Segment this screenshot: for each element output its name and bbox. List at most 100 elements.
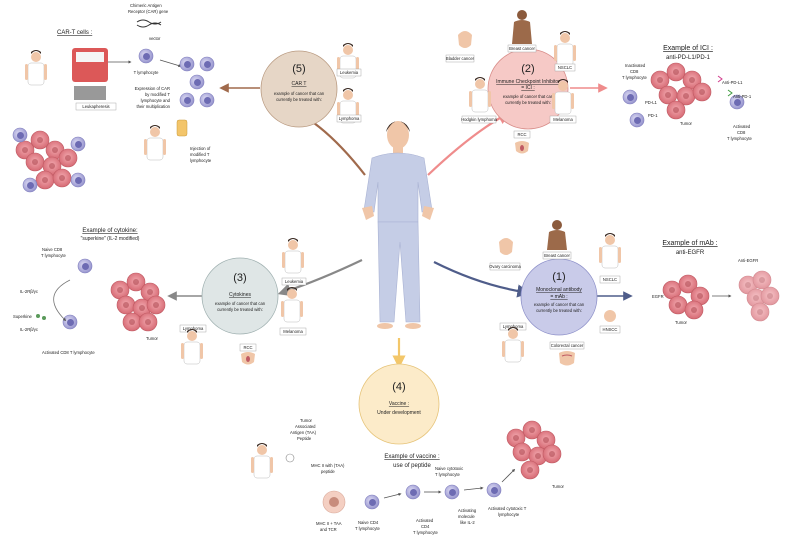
injection-label-1: Injection of — [190, 146, 211, 151]
car-t-leukemia-label: Leukemia — [340, 70, 359, 75]
taa-label-1: Tumor — [300, 418, 313, 423]
leukapheresis-label: Leukapheresis — [82, 104, 109, 109]
naive-cd4-label-2: T lymphocyte — [355, 526, 380, 531]
vaccine-tumor-label: Tumor — [552, 484, 565, 489]
cytokine-panel: Example of cytokine: "superkine" (IL-2 m… — [13, 228, 166, 355]
mab-cancer-colorectal: Colorectal cancer — [549, 341, 585, 366]
ici-tumor — [650, 62, 712, 120]
mab-title-1: Monoclonal antibody — [536, 287, 582, 293]
naive-cyt-label-1: Naive cytotoxic — [435, 466, 463, 471]
ici-anti-pdl1-label: Anti-PD-L1 — [722, 80, 743, 85]
mab-cancer-lymphoma: Lymphoma — [499, 322, 527, 363]
car-t-panel: CAR-T cells : Leukapheresis Chimeric Ant… — [12, 3, 215, 193]
ici-desc-2: currently be treated with: — [505, 100, 551, 105]
ici-activated-label-3: T lymphocyte — [727, 136, 752, 141]
mab-cancer-nsclc: NSCLC — [598, 232, 622, 284]
expression-label-1: Expression of CAR — [135, 86, 170, 91]
ici-bladder-label: Bladder cancer — [446, 56, 475, 61]
car-t-cancer-lymphoma: Lymphoma — [336, 87, 362, 124]
cyto-cancer-lymphoma: Lymphoma — [179, 324, 207, 365]
ici-desc-1: example of cancer that can — [503, 94, 554, 99]
mab-tumor-label: Tumor — [675, 320, 688, 325]
ici-panel-title-1: Example of ICI : — [663, 45, 713, 52]
mab-circle: (1) Monoclonal antibody = mAb : example … — [520, 258, 598, 336]
t-lymphocyte-label: T lymphocyte — [134, 70, 159, 75]
cyto-leukemia-label: Leukemia — [285, 279, 304, 284]
mhc-tcr-label-2: and TCR — [320, 527, 337, 532]
cyto-cancer-leukemia: Leukemia — [281, 237, 307, 286]
mhc-label-1: MHC II with (TAA) — [311, 463, 345, 468]
cyto-desc-2: currently be treated with: — [217, 307, 263, 312]
ici-cancer-rcc: RCC — [513, 130, 531, 154]
act-cd4-label-1: Activated — [416, 518, 434, 523]
cyto-lymphoma-label: Lymphoma — [183, 326, 204, 331]
ici-rcc-label: RCC — [517, 132, 526, 137]
mab-tumor-1 — [662, 274, 710, 320]
mab-cancer-ovary: Ovary carcinoma — [489, 238, 521, 271]
ici-melanoma-label: Melanoma — [553, 117, 573, 122]
vaccine-panel-title-2: use of peptide — [393, 463, 431, 469]
car-t-title: CAR T — [292, 81, 307, 87]
vector-label: vector — [149, 36, 161, 41]
taa-label-4: Peptide — [297, 436, 312, 441]
vaccine-number: (4) — [392, 381, 405, 393]
vaccine-panel-title-1: Example of vaccine : — [384, 454, 440, 460]
ici-cancer-hodgkin: Hodgkin lymphoma — [461, 76, 498, 124]
cyto-desc-1: example of cancer that can — [215, 301, 266, 306]
mab-nsclc-label: NSCLC — [603, 277, 617, 282]
ici-panel: Example of ICI : anti-PD-L1/PD-1 Inactiv… — [622, 45, 752, 141]
vaccine-title: Vaccine : — [389, 401, 409, 407]
expression-label-3: lymphocyte and — [141, 98, 171, 103]
injection-label-2: modified T — [190, 152, 210, 157]
taa-label-3: Antigen (TAA) — [290, 430, 317, 435]
ici-cancer-melanoma: Melanoma — [549, 78, 577, 124]
mab-lymphoma-label: Lymphoma — [503, 324, 524, 329]
car-t-number: (5) — [292, 63, 305, 75]
cyto-il2r-label-2: IL-2Rβ/γc — [20, 327, 38, 332]
ici-cancer-nsclc: NSCLC — [553, 30, 577, 72]
ici-inactivated-label-2: CD8 — [630, 69, 639, 74]
dendritic-cell — [322, 490, 346, 514]
cyto-naive-label-2: T lymphocyte — [41, 253, 66, 258]
car-t-panel-title: CAR-T cells : — [57, 30, 93, 36]
ici-activated-label-1: Activated — [733, 124, 751, 129]
arrow-to-mab — [433, 261, 531, 298]
ici-title-1: Immune Checkpoint Inhibitor — [496, 79, 560, 85]
mab-panel-title-1: Example of mAb : — [662, 240, 717, 247]
mab-anti-egfr-label: Anti-EGFR — [738, 258, 758, 263]
arrow-to-ici — [427, 111, 511, 176]
car-t-lymphoma-label: Lymphoma — [339, 116, 360, 121]
vaccine-tumor — [506, 420, 562, 480]
car-t-tumor — [12, 127, 86, 193]
mab-ovary-label: Ovary carcinoma — [489, 264, 521, 269]
ici-inactivated-label-3: T lymphocyte — [622, 75, 647, 80]
vaccine-panel: Example of vaccine : use of peptide Tumo… — [250, 418, 565, 535]
car-gene-label-1: Chimeric Antigen — [130, 3, 162, 8]
cyto-title: Cytokines — [229, 292, 251, 298]
act-cd4-label-2: CD4 — [421, 524, 430, 529]
ici-cancer-breast: Breast cancer — [507, 10, 537, 53]
act-mol-label-1: Activating — [458, 508, 477, 513]
car-t-desc-1: example of cancer that can — [274, 91, 325, 96]
mab-desc-1: example of cancer that can — [534, 302, 585, 307]
cyto-melanoma-label: Melanoma — [283, 329, 303, 334]
act-mol-label-2: molecule — [458, 514, 475, 519]
car-t-circle: (5) CAR T example of cancer that can cur… — [260, 50, 338, 128]
cyto-il2r-label-1: IL-2Rβ/γc — [20, 289, 38, 294]
mhc-label-2: peptide — [321, 469, 335, 474]
act-cd4-label-3: T lymphocyte — [413, 530, 438, 535]
ici-inactivated-label-1: Inactivated — [625, 63, 646, 68]
ici-circle: (2) Immune Checkpoint Inhibitor = ICI : … — [487, 48, 569, 130]
ici-nsclc-label: NSCLC — [558, 65, 572, 70]
mab-desc-2: currently be treated with: — [536, 308, 582, 313]
mab-hnscc-label: HNSCC — [603, 327, 618, 332]
ici-hodgkin-label: Hodgkin lymphoma — [461, 117, 498, 122]
cyto-number: (3) — [233, 272, 246, 284]
mab-colorectal-label: Colorectal cancer — [551, 343, 584, 348]
ici-activated-label-2: CD8 — [737, 130, 746, 135]
mab-tumor-2 — [738, 270, 780, 322]
cyto-rcc-label: RCC — [243, 345, 252, 350]
cyto-tumor — [110, 272, 166, 332]
ici-number: (2) — [521, 63, 534, 75]
